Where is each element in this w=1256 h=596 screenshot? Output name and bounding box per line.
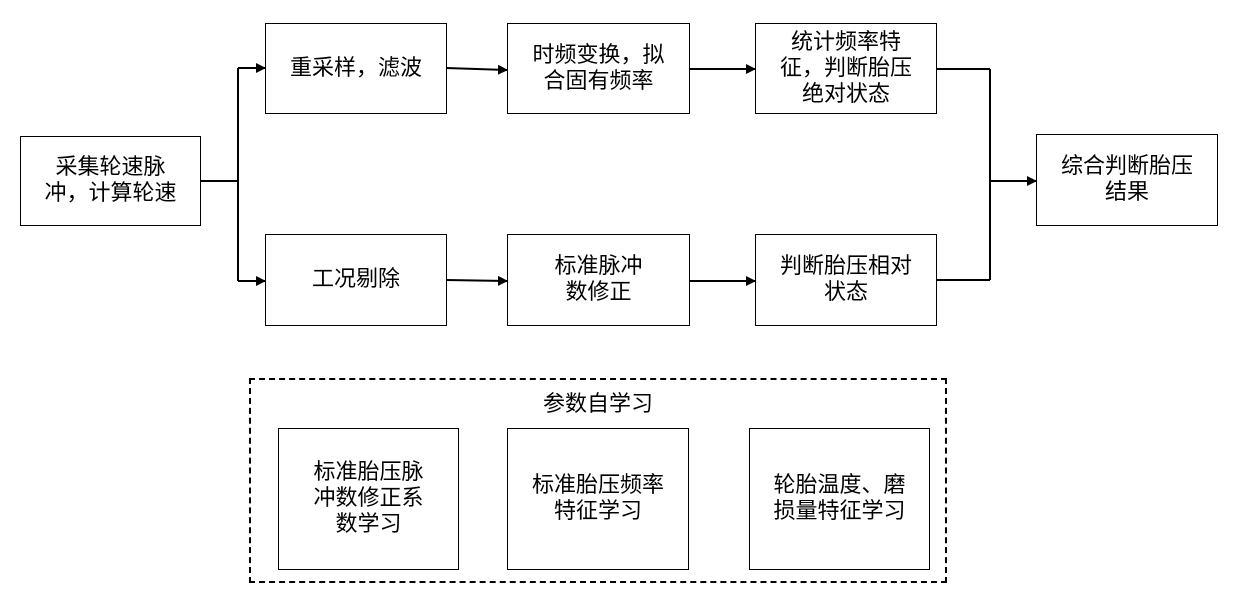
statistic-frequency-label: 统计频率特 征，判断胎压 绝对状态 — [779, 29, 912, 107]
relative-state-box: 判断胎压相对 状态 — [755, 234, 937, 326]
resample-filter-label: 重采样，滤波 — [289, 55, 422, 81]
standard-pulse-correction-box: 标准脉冲 数修正 — [507, 234, 690, 326]
learning-item-frequency-feature: 标准胎压频率 特征学习 — [507, 428, 689, 570]
resample-filter-box: 重采样，滤波 — [265, 23, 447, 114]
collect-wheel-speed-box: 采集轮速脉 冲，计算轮速 — [20, 136, 201, 226]
collect-wheel-speed-label: 采集轮速脉 冲，计算轮速 — [44, 155, 177, 206]
final-result-label: 综合判断胎压 结果 — [1060, 154, 1193, 205]
edge-resample-to-tf — [445, 64, 508, 75]
learning-item-pulse-coefficient: 标准胎压脉 冲数修正系 数学习 — [278, 428, 459, 570]
learning-item-frequency-feature-label: 标准胎压频率 特征学习 — [531, 473, 664, 524]
time-frequency-transform-label: 时频变换，拟 合固有频率 — [532, 42, 665, 94]
edge-condition-to-std — [445, 275, 508, 286]
condition-remove-label: 工况剔除 — [311, 267, 400, 292]
learning-item-temperature-wear: 轮胎温度、磨 损量特征学习 — [749, 428, 930, 570]
condition-remove-box: 工况剔除 — [265, 234, 447, 326]
learning-item-temperature-wear-label: 轮胎温度、磨 损量特征学习 — [773, 473, 906, 524]
time-frequency-transform-box: 时频变换，拟 合固有频率 — [507, 23, 690, 114]
parameter-learning-title: 参数自学习 — [542, 392, 653, 417]
standard-pulse-correction-label: 标准脉冲 数修正 — [554, 254, 643, 305]
final-result-box: 综合判断胎压 结果 — [1036, 134, 1218, 226]
statistic-frequency-box: 统计频率特 征，判断胎压 绝对状态 — [755, 23, 937, 114]
relative-state-label: 判断胎压相对 状态 — [779, 254, 912, 305]
parameter-learning-group — [249, 378, 947, 583]
learning-item-pulse-coefficient-label: 标准胎压脉 冲数修正系 数学习 — [313, 460, 424, 537]
